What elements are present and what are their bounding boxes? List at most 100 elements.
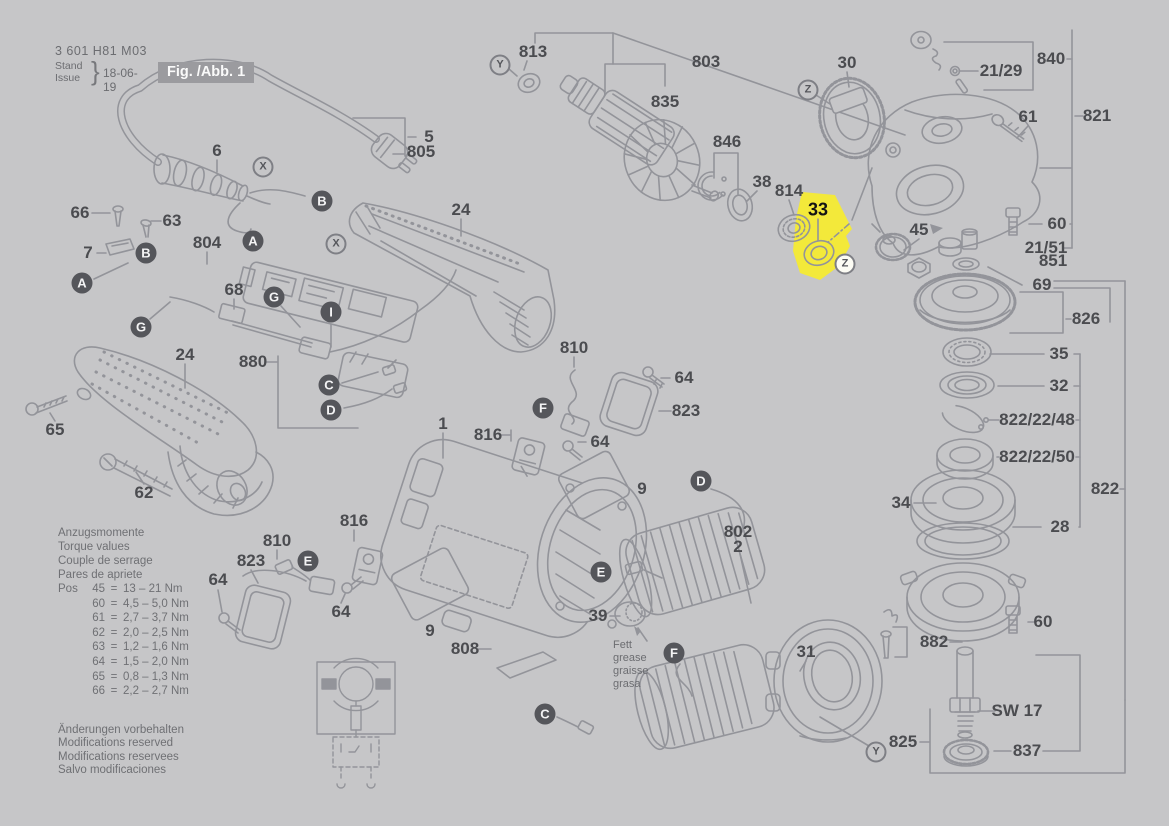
callout-64-3: 64 — [208, 570, 228, 589]
stickers-drawing — [390, 450, 646, 679]
callout-64-2: 64 — [590, 432, 610, 451]
brush-set-left-drawing — [218, 546, 384, 650]
callout-60-top: 60 — [1047, 214, 1067, 233]
torque-title: Torque values — [58, 541, 130, 553]
stator-drawing — [556, 488, 775, 751]
callout-2: 2 — [733, 537, 743, 556]
callout-826: 826 — [1071, 309, 1101, 328]
callout-24-top: 24 — [451, 200, 471, 219]
callout-810-right: 810 — [559, 338, 589, 357]
connector-f-1: F — [532, 397, 554, 419]
grease-note: Fett grease graisse grasa — [613, 639, 649, 690]
connector-b-1: B — [311, 190, 333, 212]
spindle-parts-column-drawing — [880, 272, 1027, 767]
callout-846: 846 — [712, 132, 742, 151]
callout-882: 882 — [919, 632, 949, 651]
callout-9-bottom: 9 — [425, 621, 435, 640]
connector-a-2: A — [71, 272, 93, 294]
gear-30-drawing — [818, 76, 886, 160]
callout-65: 65 — [45, 420, 65, 439]
spindle-lock-parts-drawing — [910, 30, 969, 94]
callout-sw17: SW 17 — [991, 701, 1043, 720]
callout-821: 821 — [1082, 106, 1112, 125]
callout-69: 69 — [1032, 275, 1052, 294]
connector-g-2: G — [130, 316, 152, 338]
callout-28: 28 — [1050, 517, 1070, 536]
callout-34: 34 — [891, 493, 911, 512]
brush-set-right-drawing — [511, 366, 665, 477]
callout-823-left: 823 — [236, 551, 266, 570]
connector-y-2: Y — [865, 741, 887, 763]
torque-table: Anzugsmomente Torque values Couple de se… — [58, 526, 189, 699]
callout-825: 825 — [888, 732, 918, 751]
torque-row: 62=2,0 – 2,5 Nm — [92, 626, 189, 639]
callout-39: 39 — [588, 606, 608, 625]
callout-64-4: 64 — [331, 602, 351, 621]
title-block: 3 601 H81 M03 Stand Issue } 18-06-19 — [55, 44, 147, 94]
callout-5: 5 — [424, 127, 434, 146]
connector-e-2: E — [590, 561, 612, 583]
connector-z-2: Z — [834, 253, 856, 275]
torque-title: Anzugsmomente — [58, 527, 145, 539]
callout-1: 1 — [438, 414, 448, 433]
callout-63: 63 — [162, 211, 182, 230]
pinion-and-nut-drawing — [871, 223, 980, 279]
model-number: 3 601 H81 M03 — [55, 44, 147, 58]
torque-title: Couple de serrage — [58, 555, 153, 567]
modification-notes: Änderungen vorbehalten Modifications res… — [58, 724, 184, 776]
callout-21-51: 21/51 — [1024, 238, 1068, 257]
torque-row: 60=4,5 – 5,0 Nm — [92, 597, 189, 610]
callout-880: 880 — [238, 352, 268, 371]
connector-d-1: D — [320, 399, 342, 421]
callout-21-29: 21/29 — [979, 61, 1023, 80]
callout-68: 68 — [224, 280, 244, 299]
callout-840: 840 — [1036, 49, 1066, 68]
callout-9-right: 9 — [637, 479, 647, 498]
handle-grip-drawing — [73, 346, 274, 517]
bearing-flange-31-drawing — [765, 619, 883, 743]
callout-64-1: 64 — [674, 368, 694, 387]
callout-802: 802 — [723, 522, 753, 541]
torque-row: 65=0,8 – 1,3 Nm — [92, 670, 189, 683]
callout-61: 61 — [1018, 107, 1038, 126]
callout-805: 805 — [406, 142, 436, 161]
bearing-row-drawing — [697, 171, 835, 267]
leader-lines — [49, 29, 1126, 774]
torque-row: 61=2,7 – 3,7 Nm — [92, 612, 189, 625]
connector-c-1: C — [318, 374, 340, 396]
top-cover-drawing — [348, 202, 556, 353]
callout-35: 35 — [1049, 344, 1069, 363]
torque-row: 64=1,5 – 2,0 Nm — [92, 655, 189, 668]
connector-a-1: A — [242, 230, 264, 252]
callout-60-bottom: 60 — [1033, 612, 1053, 631]
callout-814: 814 — [774, 181, 804, 200]
callout-38: 38 — [752, 172, 772, 191]
brace-glyph: } — [91, 56, 100, 86]
connector-b-2: B — [135, 242, 157, 264]
revision-date: 18-06-19 — [103, 66, 138, 94]
torque-row: 66=2,2 – 2,7 Nm — [92, 685, 189, 698]
callout-816-left: 816 — [339, 511, 369, 530]
connector-e-1: E — [297, 550, 319, 572]
callout-804: 804 — [192, 233, 222, 252]
torque-row: 63=1,2 – 1,6 Nm — [92, 641, 189, 654]
callout-823-right: 823 — [671, 401, 701, 420]
callout-837: 837 — [1012, 741, 1042, 760]
callout-66: 66 — [70, 203, 90, 222]
callout-810-left: 810 — [262, 531, 292, 550]
callout-813: 813 — [518, 42, 548, 61]
figure-caption: Fig. /Abb. 1 — [158, 62, 255, 83]
connector-y-1: Y — [489, 54, 511, 76]
connector-d-2: D — [690, 470, 712, 492]
armature-drawing — [517, 72, 720, 202]
callout-24-grip: 24 — [175, 345, 195, 364]
callout-835: 835 — [650, 92, 680, 111]
callout-32: 32 — [1049, 376, 1069, 395]
connector-z-1: Z — [797, 79, 819, 101]
gear-housing-drawing — [867, 93, 1041, 634]
small-fixings-left — [25, 205, 173, 497]
torque-title: Pares de apriete — [58, 569, 143, 581]
